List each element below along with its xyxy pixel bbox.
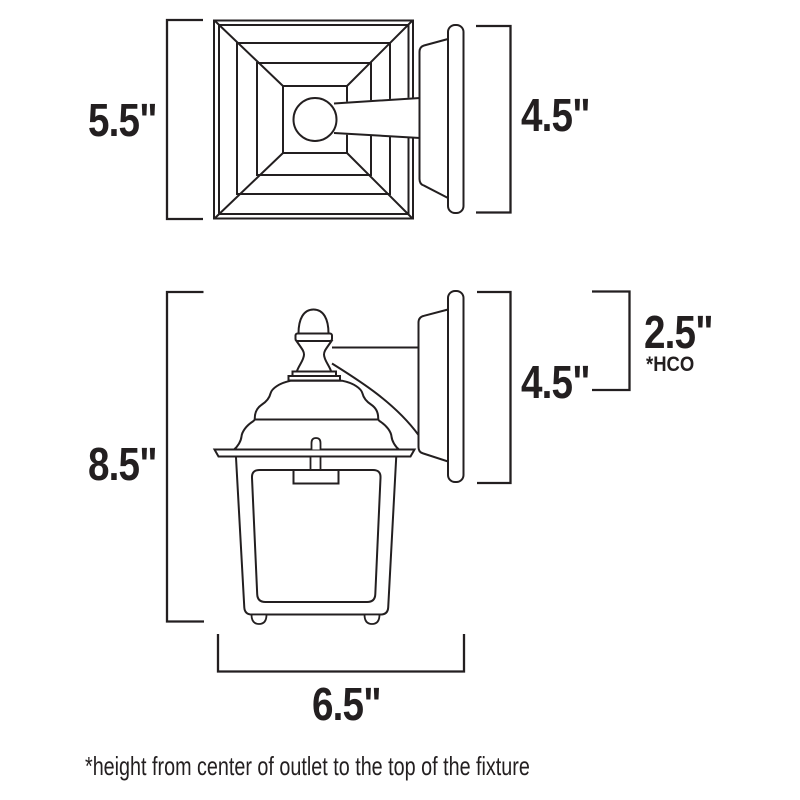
dim-label-top-width: 5.5" xyxy=(88,94,158,146)
dim-label-side-backplate: 4.5" xyxy=(521,356,591,408)
side-view-drawing xyxy=(212,290,465,625)
dim-label-outlet-to-top: 2.5" xyxy=(644,306,714,358)
side-view-canopy xyxy=(417,308,449,463)
dim-bracket-top-width xyxy=(165,18,203,221)
side-view-backplate xyxy=(447,290,465,483)
top-view-roof-diagonals xyxy=(214,20,413,219)
side-view-socket-cup xyxy=(292,469,340,485)
top-view-canopy xyxy=(418,37,449,200)
side-view-arm-curve xyxy=(331,362,420,436)
side-view-roof-bolt xyxy=(310,437,322,450)
top-view-finial-circle xyxy=(292,97,338,142)
dim-label-top-backplate: 4.5" xyxy=(521,89,591,141)
dim-bracket-top-backplate xyxy=(476,24,512,214)
dim-label-hco-note: *HCO xyxy=(646,353,695,376)
side-view-socket-stem xyxy=(309,455,322,472)
side-view-foot-right xyxy=(363,613,381,625)
side-view-finial-acorn xyxy=(297,308,330,335)
top-view-backplate xyxy=(447,24,465,214)
footnote-text: *height from center of outlet to the top… xyxy=(85,751,530,781)
dim-bracket-side-height xyxy=(165,290,204,623)
side-view-finial-collar xyxy=(294,332,333,342)
dim-bracket-outlet-to-top xyxy=(592,290,631,392)
side-view-foot-left xyxy=(250,613,268,625)
top-view-arm xyxy=(333,97,421,139)
dim-bracket-projection xyxy=(216,634,466,673)
side-view-glass-panel xyxy=(250,469,382,603)
side-view-finial-neck xyxy=(294,340,334,373)
dim-bracket-side-backplate xyxy=(477,290,512,485)
side-view-roof xyxy=(230,379,403,451)
top-view-drawing xyxy=(213,19,465,220)
dim-label-side-height: 8.5" xyxy=(88,438,158,490)
side-view-eave xyxy=(212,448,417,458)
top-view-arm-fill xyxy=(333,97,421,139)
dim-label-projection: 6.5" xyxy=(312,678,382,730)
